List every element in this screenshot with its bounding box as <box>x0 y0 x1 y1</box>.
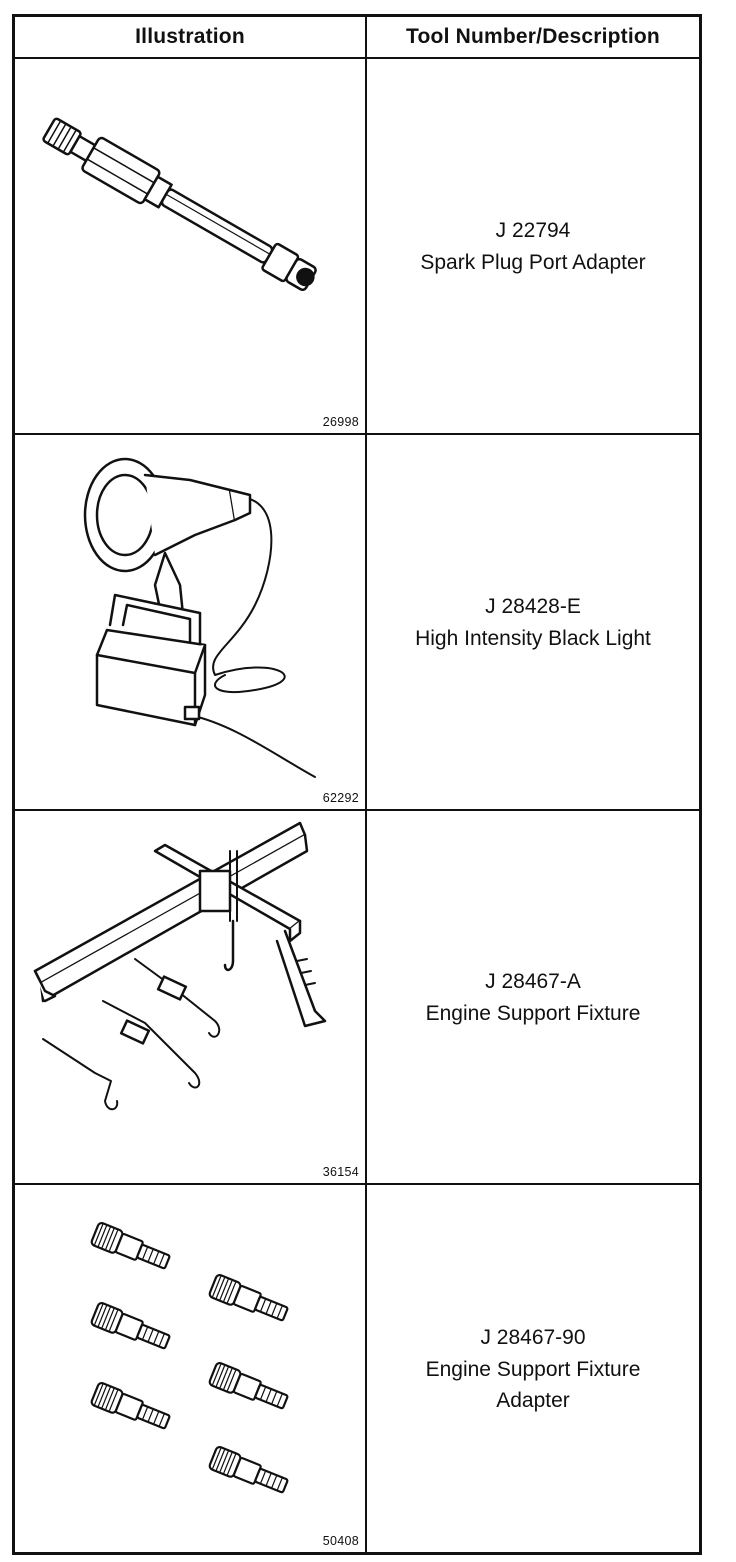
row-divider <box>15 433 699 435</box>
header-tool-description: Tool Number/Description <box>406 25 660 48</box>
fixture-adapters-icon <box>89 1220 291 1499</box>
figure-number: 26998 <box>322 415 359 429</box>
table-row: 50408 J 28467-90 Engine Support Fixture … <box>15 1185 699 1552</box>
illustration-cell: 50408 <box>15 1185 365 1552</box>
tool-number: J 28467-A <box>485 969 581 993</box>
description-cell: J 28467-90 Engine Support Fixture Adapte… <box>367 1185 699 1552</box>
tool-description: Engine Support Fixture <box>425 1001 641 1025</box>
tool-description: Spark Plug Port Adapter <box>420 250 646 274</box>
black-light-icon <box>83 457 316 778</box>
column-divider <box>365 17 367 1552</box>
tool-number: J 22794 <box>495 218 571 242</box>
row-divider <box>15 809 699 811</box>
header-illustration: Illustration <box>135 25 245 48</box>
table-row: 26998 J 22794 Spark Plug Port Adapter <box>15 59 699 433</box>
tool-number: J 28467-90 <box>480 1325 586 1349</box>
description-cell: J 28428-E High Intensity Black Light <box>367 435 699 809</box>
special-tools-table: Illustration Tool Number/Description <box>12 14 702 1555</box>
header-divider <box>15 57 699 59</box>
figure-number: 62292 <box>322 791 359 805</box>
illustration-cell: 26998 <box>15 59 365 433</box>
illustration-cell: 36154 <box>15 811 365 1183</box>
description-cell: J 28467-A Engine Support Fixture <box>367 811 699 1183</box>
figure-number: 36154 <box>322 1165 359 1179</box>
illustration-cell: 62292 <box>15 435 365 809</box>
row-divider <box>15 1183 699 1185</box>
description-cell: J 22794 Spark Plug Port Adapter <box>367 59 699 433</box>
engine-support-fixture-icon <box>33 821 327 1111</box>
figure-number: 50408 <box>322 1534 359 1548</box>
tool-description-continued: Adapter <box>496 1388 570 1412</box>
table-row: 62292 J 28428-E High Intensity Black Lig… <box>15 435 699 809</box>
table-row: 36154 J 28467-A Engine Support Fixture <box>15 811 699 1183</box>
tool-number: J 28428-E <box>485 594 581 618</box>
tool-description: High Intensity Black Light <box>415 626 651 650</box>
spark-plug-port-adapter-icon <box>42 117 317 292</box>
tool-description: Engine Support Fixture <box>425 1357 641 1381</box>
